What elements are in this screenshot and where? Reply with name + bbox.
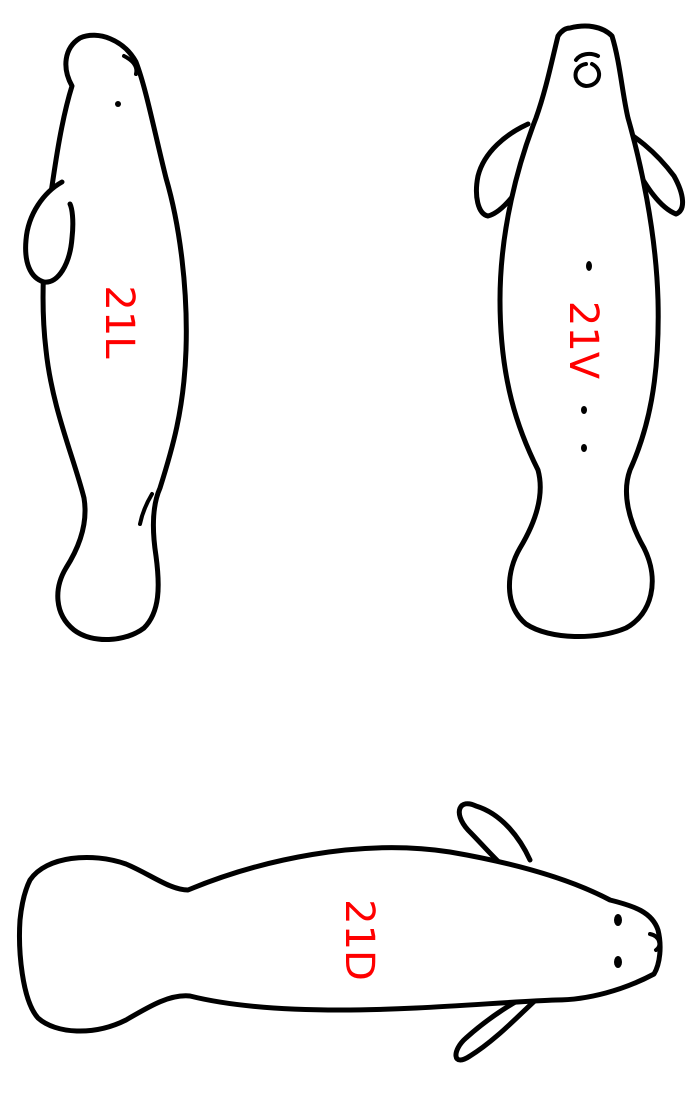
ventral-body-outline <box>497 23 661 640</box>
ventral-dot-3 <box>581 444 587 452</box>
dorsal-nostril-1 <box>614 914 622 926</box>
ventral-label: 21V <box>560 301 606 380</box>
dorsal-lower-flipper <box>453 991 543 1063</box>
lateral-snout <box>122 54 139 76</box>
lateral-eye <box>115 101 121 107</box>
dorsal-label: 21D <box>336 899 382 981</box>
ventral-mouth-icon <box>573 51 602 88</box>
lateral-belly-line <box>138 492 154 526</box>
dorsal-snout <box>648 932 662 952</box>
manatee-ventral-view: 21V <box>473 23 685 640</box>
manatee-lateral-view: 21L <box>23 32 189 643</box>
ventral-dot-1 <box>586 261 592 271</box>
dorsal-body-outline <box>17 845 663 1034</box>
manatee-dorsal-view: 21D <box>17 801 663 1063</box>
ventral-dot-2 <box>581 406 587 414</box>
dorsal-nostril-2 <box>614 956 622 968</box>
lateral-label: 21L <box>96 285 142 359</box>
lateral-flipper <box>23 179 76 285</box>
